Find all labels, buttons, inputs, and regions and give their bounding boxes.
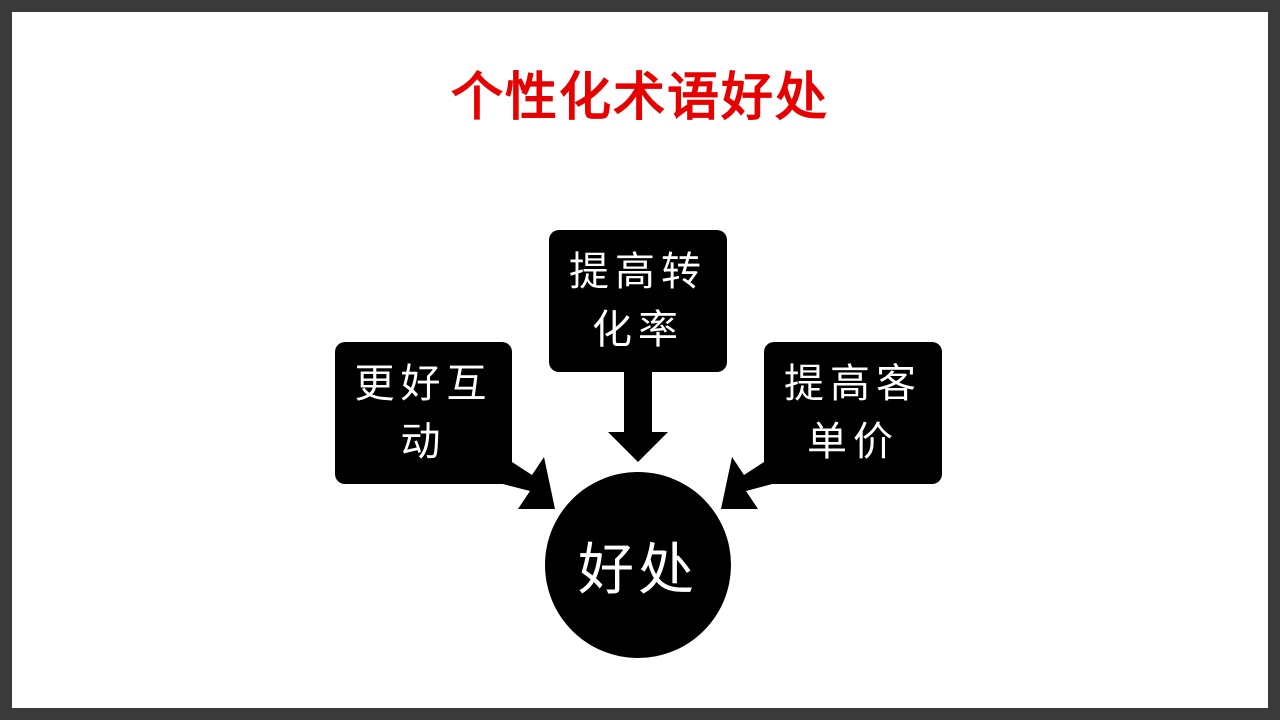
center-circle-benefits: 好处 (545, 472, 731, 658)
benefit-box-order-value: 提高客 单价 (764, 342, 942, 484)
benefit-box-order-value-line1: 提高客 (784, 361, 922, 407)
benefit-box-conversion-line2: 化率 (592, 307, 684, 353)
benefit-box-conversion: 提高转 化率 (549, 230, 727, 372)
benefit-box-conversion-line1: 提高转 (569, 249, 707, 295)
benefit-box-interaction-line1: 更好互 (354, 361, 493, 407)
benefit-box-order-value-line2: 单价 (807, 419, 899, 465)
benefit-box-interaction: 更好互 动 (335, 342, 512, 484)
benefit-box-interaction-line2: 动 (400, 419, 447, 465)
center-circle-label: 好处 (578, 537, 698, 603)
slide-title: 个性化术语好处 (450, 67, 829, 128)
